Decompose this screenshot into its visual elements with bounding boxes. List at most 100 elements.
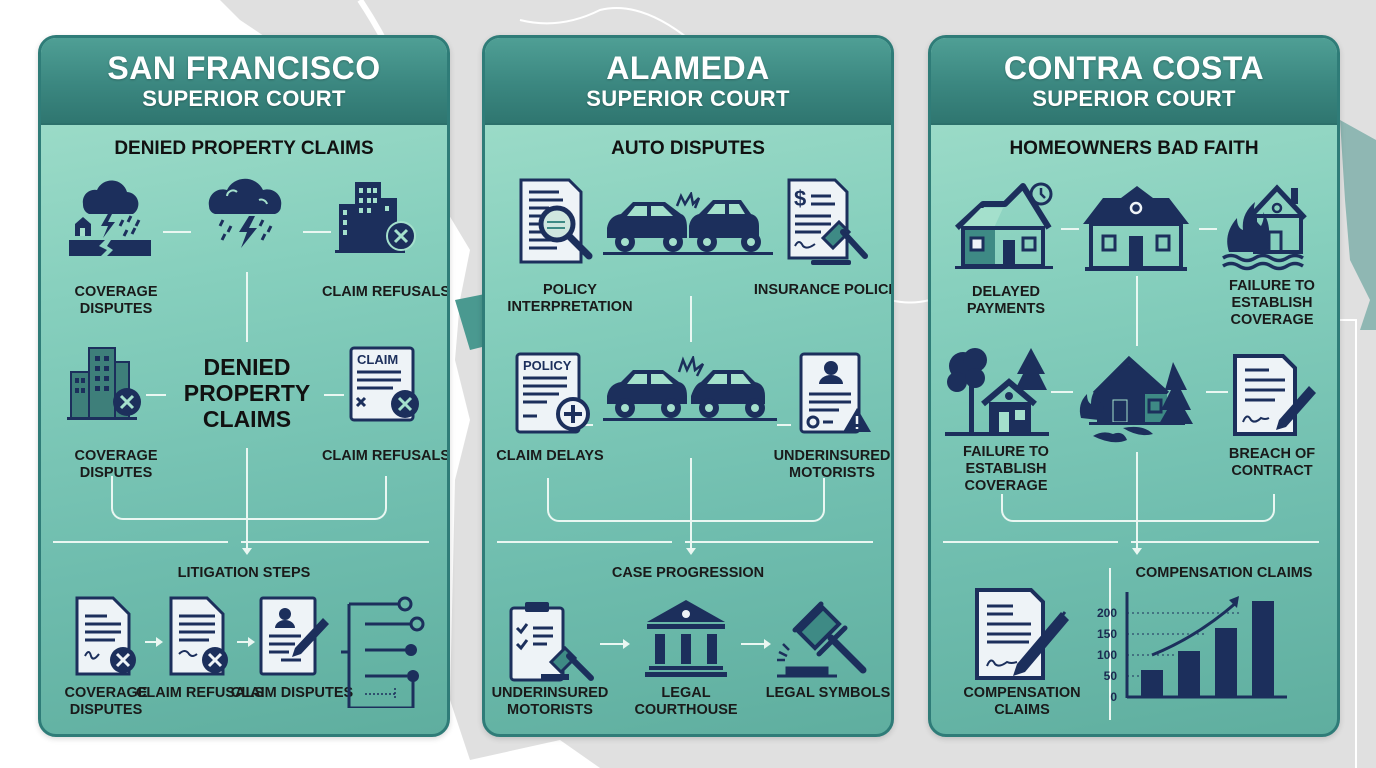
coverage-disputes-label: COVERAGE DISPUTES bbox=[74, 448, 158, 481]
arrow-right-icon bbox=[741, 639, 771, 649]
section-title: HOMEOWNERS BAD FAITH bbox=[1009, 138, 1259, 159]
car-collision-icon bbox=[603, 354, 779, 426]
breach-of-contract-label: BREACH OF CONTRACT bbox=[1228, 446, 1316, 479]
profile-document-pen-icon bbox=[251, 594, 335, 678]
panel-alameda: ALAMEDA SUPERIOR COURT AUTO DISPUTES POL… bbox=[482, 35, 894, 737]
claim-delays-label: CLAIM DELAYS bbox=[496, 448, 604, 464]
connector bbox=[1206, 391, 1228, 393]
document-pen-icon bbox=[971, 586, 1083, 682]
step-label: UNDERINSURED MOTORISTS bbox=[491, 685, 609, 718]
document-x-icon bbox=[159, 594, 239, 678]
case-progression-title: CASE PROGRESSION bbox=[611, 565, 765, 581]
arrow-down-icon bbox=[1132, 548, 1142, 555]
delayed-payments-label: DELAYED PAYMENTS bbox=[966, 284, 1046, 317]
bracket-connector bbox=[547, 478, 825, 522]
profile-warning-icon bbox=[795, 350, 879, 436]
svg-text:POLICY: POLICY bbox=[523, 358, 572, 373]
house-fire-trees-icon bbox=[1073, 352, 1203, 448]
panel-header: ALAMEDA SUPERIOR COURT bbox=[485, 38, 891, 125]
panel-contra-costa: CONTRA COSTA SUPERIOR COURT HOMEOWNERS B… bbox=[928, 35, 1340, 737]
connector bbox=[303, 231, 331, 233]
y-tick: 50 bbox=[1103, 669, 1117, 683]
divider bbox=[497, 541, 672, 543]
gavel-icon bbox=[773, 596, 873, 680]
divider bbox=[1131, 541, 1319, 543]
policy-plus-icon: POLICY bbox=[513, 350, 595, 436]
panel-subtitle: SUPERIOR COURT bbox=[586, 86, 790, 111]
connector bbox=[324, 394, 344, 396]
chart-title: COMPENSATION CLAIMS bbox=[1135, 565, 1313, 581]
panel-subtitle: SUPERIOR COURT bbox=[1032, 86, 1236, 111]
divider bbox=[241, 541, 429, 543]
arrow-down-icon bbox=[686, 548, 696, 555]
arrow-down-icon bbox=[242, 548, 252, 555]
panel-title: ALAMEDA bbox=[606, 50, 770, 86]
connector bbox=[163, 231, 191, 233]
connector bbox=[246, 272, 248, 342]
step-label: CLAIM REFUSALS bbox=[135, 685, 265, 701]
connector bbox=[690, 458, 692, 548]
panel-header: CONTRA COSTA SUPERIOR COURT bbox=[931, 38, 1337, 125]
building-x-icon bbox=[65, 342, 161, 422]
policy-interpretation-label: POLICY INTERPRETATION bbox=[507, 282, 633, 315]
connector bbox=[777, 424, 791, 426]
document-magnifier-icon bbox=[515, 176, 601, 268]
connector bbox=[1136, 276, 1138, 346]
divider bbox=[53, 541, 228, 543]
connector bbox=[146, 394, 166, 396]
section-title: DENIED PROPERTY CLAIMS bbox=[114, 138, 374, 159]
y-tick: 0 bbox=[1110, 690, 1117, 704]
y-tick: 150 bbox=[1096, 627, 1117, 641]
clipboard-gavel-icon bbox=[505, 598, 601, 682]
claim-document-x-icon: CLAIM bbox=[341, 344, 437, 424]
arrow-right-icon bbox=[145, 637, 163, 647]
flowchart-icon bbox=[341, 586, 437, 710]
panel-title: CONTRA COSTA bbox=[1003, 50, 1265, 86]
connector bbox=[1051, 391, 1073, 393]
step-label: LEGAL COURTHOUSE bbox=[634, 685, 738, 718]
denied-property-claims-center-label: DENIED PROPERTY CLAIMS bbox=[183, 354, 311, 432]
compensation-bar-chart bbox=[1125, 592, 1287, 699]
document-x-icon bbox=[65, 594, 145, 678]
svg-text:CLAIM: CLAIM bbox=[357, 352, 398, 367]
bracket-connector bbox=[1001, 494, 1275, 522]
panel-title: SAN FRANCISCO bbox=[107, 50, 381, 86]
coverage-disputes-label: COVERAGE DISPUTES bbox=[74, 284, 158, 317]
car-collision-icon bbox=[603, 190, 775, 262]
policy-gavel-icon: $ bbox=[781, 176, 875, 268]
storm-house-crack-icon bbox=[65, 176, 161, 256]
failure-to-establish-coverage-label: FAILURE TO ESTABLISH COVERAGE bbox=[963, 444, 1049, 494]
courthouse-icon bbox=[641, 596, 731, 680]
house-icon bbox=[1081, 184, 1191, 272]
failure-to-establish-coverage-label: FAILURE TO ESTABLISH COVERAGE bbox=[1229, 278, 1315, 328]
connector bbox=[690, 296, 692, 342]
connector bbox=[1199, 228, 1217, 230]
divider-vertical bbox=[1109, 568, 1111, 720]
y-tick: 100 bbox=[1096, 648, 1117, 662]
claim-refusals-label: CLAIM REFUSALS bbox=[321, 448, 450, 464]
panel-header: SAN FRANCISCO SUPERIOR COURT bbox=[41, 38, 447, 125]
connector bbox=[246, 448, 248, 548]
step-label: CLAIM DISPUTES bbox=[230, 685, 354, 701]
connector bbox=[579, 424, 593, 426]
bracket-connector bbox=[111, 476, 387, 520]
house-clock-icon bbox=[953, 182, 1057, 272]
house-trees-icon bbox=[945, 346, 1049, 438]
underinsured-motorists-label: UNDERINSURED MOTORISTS bbox=[773, 448, 891, 481]
litigation-steps-title: LITIGATION STEPS bbox=[177, 565, 311, 581]
step-label: LEGAL SYMBOLS bbox=[765, 685, 891, 701]
y-tick: 200 bbox=[1096, 606, 1117, 620]
compensation-claims-label: COMPENSATION CLAIMS bbox=[963, 685, 1081, 718]
storm-cloud-icon bbox=[199, 172, 295, 252]
divider bbox=[685, 541, 873, 543]
panel-san-francisco: SAN FRANCISCO SUPERIOR COURT DENIED PROP… bbox=[38, 35, 450, 737]
connector bbox=[1136, 452, 1138, 548]
contract-pen-icon bbox=[1227, 352, 1321, 438]
building-x-icon bbox=[331, 176, 427, 256]
divider bbox=[943, 541, 1118, 543]
arrow-right-icon bbox=[600, 639, 630, 649]
insurance-policy-label: INSURANCE POLICIY bbox=[753, 282, 894, 298]
panel-subtitle: SUPERIOR COURT bbox=[142, 86, 346, 111]
claim-refusals-label: CLAIM REFUSALS bbox=[321, 284, 450, 300]
house-fire-flood-icon bbox=[1219, 178, 1315, 274]
